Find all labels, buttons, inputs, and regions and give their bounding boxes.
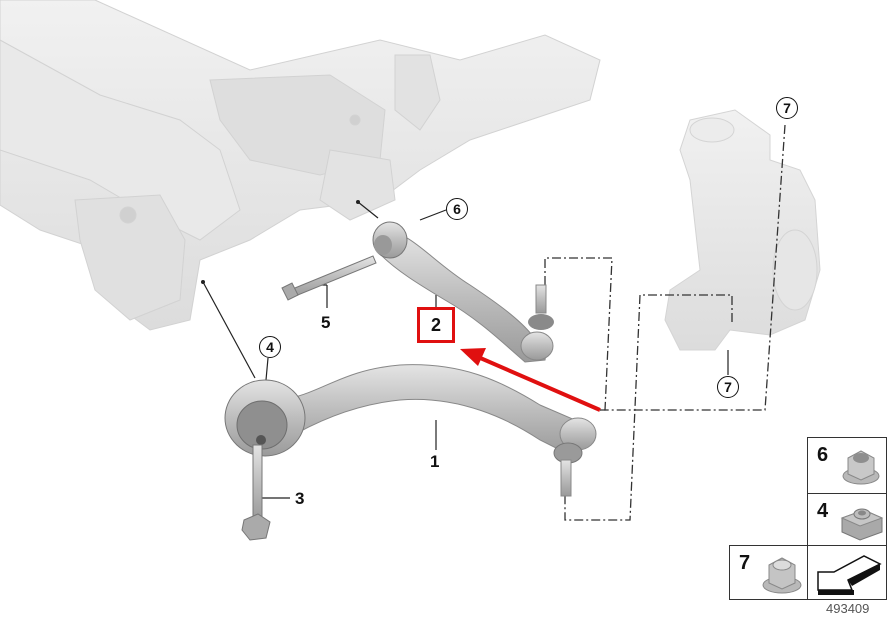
legend-number: 4 — [817, 500, 829, 522]
legend-item-7[interactable]: 7 — [729, 545, 808, 600]
callout-2-highlighted[interactable]: 2 — [417, 307, 455, 343]
bolt-5 — [281, 255, 377, 301]
flange-hex-nut-icon — [762, 557, 802, 594]
arrow-pointer-icon — [817, 555, 882, 595]
dashdot-leaders — [544, 124, 786, 521]
legend-item-6[interactable]: 6 — [807, 437, 887, 494]
callout-4[interactable]: 4 — [259, 336, 281, 358]
steering-knuckle — [664, 109, 821, 351]
bolt-3 — [241, 444, 271, 541]
callout-7-bottom[interactable]: 7 — [717, 376, 739, 398]
cage-nut-icon — [840, 508, 884, 541]
subframe — [0, 0, 601, 331]
legend-item-4[interactable]: 4 — [807, 493, 887, 546]
callout-1[interactable]: 1 — [430, 452, 440, 471]
callout-5[interactable]: 5 — [321, 313, 331, 332]
callout-6[interactable]: 6 — [446, 198, 468, 220]
highlight-arrow — [460, 348, 601, 412]
legend-number: 6 — [817, 444, 829, 466]
upper-control-arm — [372, 221, 554, 363]
lower-control-arm — [224, 364, 597, 497]
legend-number: 7 — [739, 552, 751, 574]
legend-item-arrow[interactable] — [807, 545, 887, 600]
callout-7-top[interactable]: 7 — [776, 97, 798, 119]
diagram-number: 493409 — [826, 601, 870, 616]
flange-hex-nut-icon — [842, 450, 880, 485]
callout-3[interactable]: 3 — [295, 489, 305, 508]
